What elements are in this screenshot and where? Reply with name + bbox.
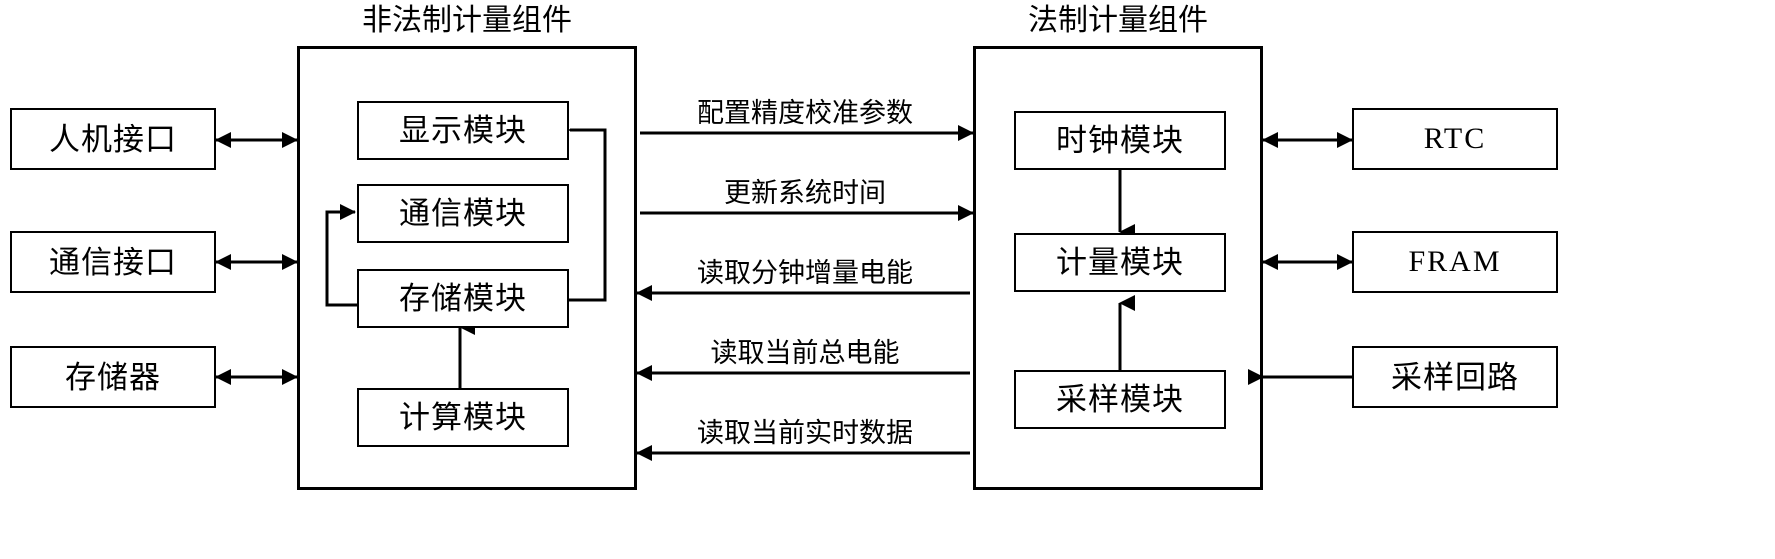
node-calculation-module[interactable]: 计算模块 [357,388,569,447]
node-communication-module[interactable]: 通信模块 [357,184,569,243]
node-clock-module[interactable]: 时钟模块 [1014,111,1226,170]
bus-label-read-minute-energy: 读取分钟增量电能 [697,258,913,288]
legal-metering-component-container [973,46,1263,490]
bus-label-read-total-energy: 读取当前总电能 [710,338,900,368]
left-group-title: 非法制计量组件 [362,4,572,37]
node-sampling-circuit[interactable]: 采样回路 [1352,346,1558,408]
edge-storage-to-display-module [555,122,607,302]
bus-label-update-time: 更新系统时间 [724,178,886,208]
node-human-machine-interface[interactable]: 人机接口 [10,108,216,170]
non-legal-metering-component-container [297,46,637,490]
node-communication-interface[interactable]: 通信接口 [10,231,216,293]
node-storage-device[interactable]: 存储器 [10,346,216,408]
node-metering-module[interactable]: 计量模块 [1014,233,1226,292]
node-display-module[interactable]: 显示模块 [357,101,569,160]
node-storage-module[interactable]: 存储模块 [357,269,569,328]
node-sampling-module[interactable]: 采样模块 [1014,370,1226,429]
bus-label-read-realtime-data: 读取当前实时数据 [697,418,913,448]
bus-label-config-accuracy: 配置精度校准参数 [697,98,913,128]
edge-storage-to-comm-module [325,204,359,307]
node-rtc[interactable]: RTC [1352,108,1558,170]
right-group-title: 法制计量组件 [1028,4,1208,37]
node-fram[interactable]: FRAM [1352,231,1558,293]
